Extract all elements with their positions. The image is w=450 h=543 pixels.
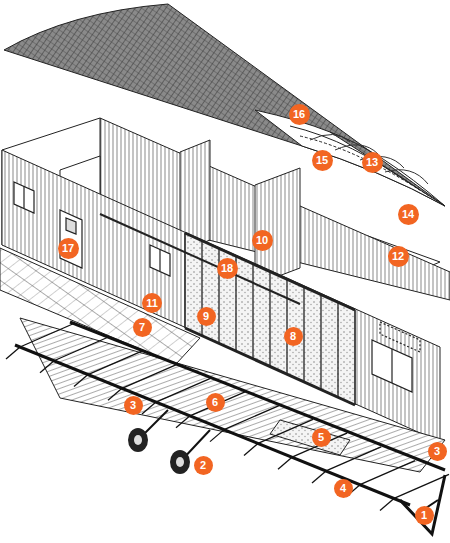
callout-text: 14 xyxy=(402,209,414,220)
outrigger xyxy=(40,361,54,373)
callout-text: 15 xyxy=(316,155,328,166)
callout-number: 10 xyxy=(252,230,273,251)
wall-stud xyxy=(354,310,355,405)
callout-number: 8 xyxy=(284,327,303,346)
callout-number: 16 xyxy=(289,104,310,125)
callout-number: 17 xyxy=(58,238,79,259)
callout-text: 16 xyxy=(293,109,305,120)
crossmember xyxy=(20,323,75,347)
crossmember xyxy=(326,447,381,471)
crossmember xyxy=(258,419,313,443)
outrigger xyxy=(108,388,122,400)
callout-text: 3 xyxy=(434,446,440,457)
callout-number: 6 xyxy=(206,393,225,412)
callout-text: 8 xyxy=(290,331,296,342)
callout-text: 3 xyxy=(130,400,136,411)
callout-number: 14 xyxy=(398,204,419,225)
callout-text: 13 xyxy=(366,157,378,168)
callout-number: 15 xyxy=(312,150,333,171)
callout-text: 4 xyxy=(340,483,346,494)
wall-stud xyxy=(286,279,287,374)
outrigger xyxy=(6,347,20,359)
outrigger xyxy=(142,402,156,414)
outrigger xyxy=(176,416,190,428)
crossmember xyxy=(224,406,279,430)
callout-number: 13 xyxy=(362,152,383,173)
callout-text: 17 xyxy=(62,243,74,254)
callout-number: 12 xyxy=(388,246,409,267)
callout-number: 2 xyxy=(194,456,213,475)
outrigger xyxy=(74,375,88,387)
callout-number: 11 xyxy=(142,293,162,313)
callout-text: 11 xyxy=(146,298,158,309)
callout-number: 4 xyxy=(334,479,353,498)
wall-stud xyxy=(252,264,253,359)
outrigger xyxy=(210,430,224,442)
wall-stud xyxy=(337,302,338,397)
callout-number: 3 xyxy=(124,396,143,415)
crossmember xyxy=(122,364,177,388)
callout-number: 9 xyxy=(197,307,216,326)
outrigger xyxy=(312,471,326,483)
chassis xyxy=(6,322,449,534)
callout-text: 6 xyxy=(212,397,218,408)
callout-number: 5 xyxy=(312,428,331,447)
outrigger xyxy=(244,443,258,455)
callout-number: 3 xyxy=(428,442,447,461)
crossmember xyxy=(190,392,245,416)
callout-text: 12 xyxy=(392,251,404,262)
callout-text: 5 xyxy=(318,432,324,443)
wall-stud xyxy=(269,272,270,367)
callout-number: 1 xyxy=(415,506,434,525)
crossmember xyxy=(54,337,109,361)
callout-text: 10 xyxy=(256,235,268,246)
callout-text: 9 xyxy=(203,311,209,322)
callout-number: 18 xyxy=(217,258,238,279)
subfloor-decking xyxy=(20,318,445,472)
wall-stud xyxy=(184,233,185,328)
crossmember xyxy=(88,351,143,375)
crossmember xyxy=(156,378,211,402)
rafters xyxy=(310,134,428,184)
callout-text: 7 xyxy=(139,322,145,333)
callout-text: 1 xyxy=(421,510,427,521)
wall-stud xyxy=(303,287,304,382)
callout-text: 18 xyxy=(221,263,233,274)
crossmember xyxy=(360,461,415,485)
outrigger xyxy=(278,457,292,469)
callout-text: 2 xyxy=(200,460,206,471)
callout-number: 7 xyxy=(133,318,152,337)
outrigger xyxy=(380,498,394,510)
wall-stud xyxy=(320,295,321,390)
